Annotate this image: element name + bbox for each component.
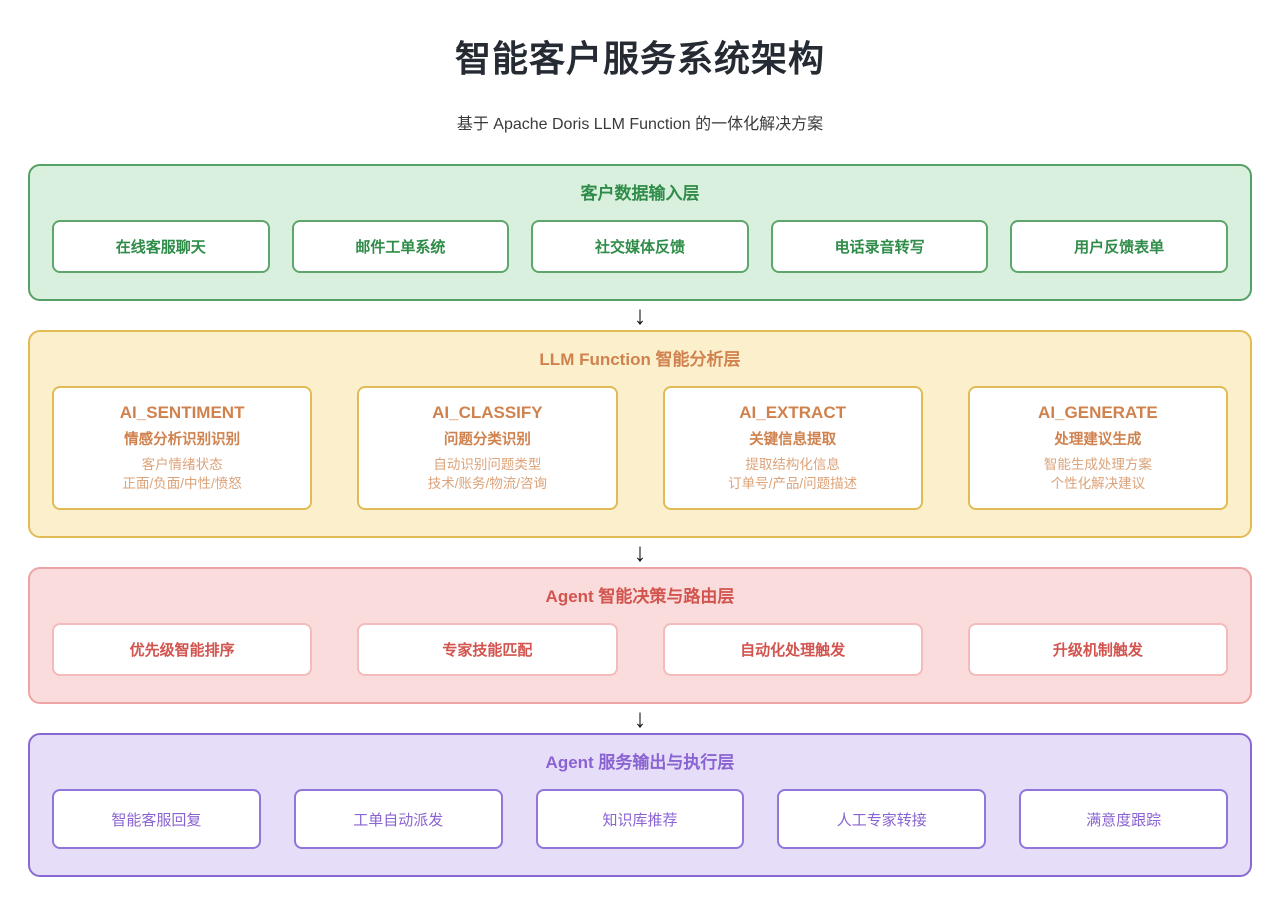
node-label: 社交媒体反馈 (594, 239, 685, 256)
page-title: 智能客户服务系统架构 (454, 38, 825, 79)
node-label: 优先级智能排序 (129, 642, 235, 659)
node-smart-reply: 智能客服回复 (52, 789, 261, 849)
node-phone-transcript: 电话录音转写 (770, 220, 989, 273)
node-label: 邮件工单系统 (355, 239, 446, 256)
layer-agent-service-output: Agent 服务输出与执行层 智能客服回复 工单自动派发 知识库推荐 人工专家转… (28, 733, 1252, 877)
node-label: 专家技能匹配 (442, 642, 533, 659)
node-feedback-form: 用户反馈表单 (1010, 220, 1228, 273)
node-ai-sentiment: AI_SENTIMENT 情感分析识别识别 客户情绪状态 正面/负面/中性/愤怒 (52, 386, 313, 510)
down-arrow-icon: ↓ (633, 537, 647, 567)
page-subtitle: 基于 Apache Doris LLM Function 的一体化解决方案 (456, 116, 824, 133)
function-title: 关键信息提取 (749, 432, 837, 448)
layer-customer-data-input: 客户数据输入层 在线客服聊天 邮件工单系统 社交媒体反馈 电话录音转写 用户反馈… (28, 164, 1252, 301)
node-label: 升级机制触发 (1052, 642, 1143, 659)
node-kb-recommend: 知识库推荐 (535, 789, 745, 849)
node-ai-extract: AI_EXTRACT 关键信息提取 提取结构化信息 订单号/产品/问题描述 (662, 386, 923, 510)
function-desc: 客户情绪状态 (141, 457, 223, 472)
node-online-chat: 在线客服聊天 (52, 220, 270, 273)
function-desc: 智能生成处理方案 (1043, 457, 1152, 472)
node-ai-classify: AI_CLASSIFY 问题分类识别 自动识别问题类型 技术/账务/物流/咨询 (357, 386, 618, 510)
layer-title: 客户数据输入层 (580, 184, 700, 203)
function-desc: 提取结构化信息 (745, 457, 840, 472)
node-expert-match: 专家技能匹配 (357, 623, 618, 676)
node-ai-generate: AI_GENERATE 处理建议生成 智能生成处理方案 个性化解决建议 (967, 386, 1228, 510)
node-social-feedback: 社交媒体反馈 (531, 220, 749, 273)
node-label: 工单自动派发 (353, 811, 444, 829)
function-name: AI_EXTRACT (739, 403, 846, 422)
node-human-transfer: 人工专家转接 (777, 789, 987, 849)
function-title: 情感分析识别识别 (124, 432, 241, 448)
function-desc: 技术/账务/物流/咨询 (427, 476, 547, 491)
function-title: 处理建议生成 (1054, 432, 1142, 448)
layer-title: Agent 智能决策与路由层 (545, 587, 735, 606)
function-title: 问题分类识别 (443, 432, 531, 448)
node-label: 智能客服回复 (111, 811, 202, 829)
node-label: 在线客服聊天 (115, 239, 206, 256)
layer-box-row: 优先级智能排序 专家技能匹配 自动化处理触发 升级机制触发 (52, 623, 1228, 676)
function-name: AI_GENERATE (1038, 403, 1158, 422)
node-label: 满意度跟踪 (1086, 811, 1162, 829)
layer-box-row: 在线客服聊天 邮件工单系统 社交媒体反馈 电话录音转写 用户反馈表单 (52, 220, 1228, 273)
layer-title: Agent 服务输出与执行层 (545, 753, 735, 772)
node-email-ticket: 邮件工单系统 (291, 220, 510, 273)
node-label: 电话录音转写 (834, 239, 925, 256)
function-desc: 个性化解决建议 (1050, 476, 1146, 491)
node-auto-process-trigger: 自动化处理触发 (662, 623, 923, 676)
node-escalation-trigger: 升级机制触发 (967, 623, 1228, 676)
layer-agent-decision-routing: Agent 智能决策与路由层 优先级智能排序 专家技能匹配 自动化处理触发 升级… (28, 567, 1252, 704)
down-arrow-icon: ↓ (633, 300, 647, 330)
node-label: 用户反馈表单 (1074, 239, 1165, 256)
function-name: AI_CLASSIFY (432, 403, 543, 422)
layer-llm-function-analysis: LLM Function 智能分析层 AI_SENTIMENT 情感分析识别识别… (28, 330, 1252, 538)
function-desc: 自动识别问题类型 (433, 457, 542, 472)
function-desc: 订单号/产品/问题描述 (728, 476, 858, 491)
node-ticket-dispatch: 工单自动派发 (293, 789, 503, 849)
function-name: AI_SENTIMENT (119, 403, 245, 422)
node-satisfaction-track: 满意度跟踪 (1019, 789, 1228, 849)
layer-title: LLM Function 智能分析层 (539, 350, 741, 369)
layer-box-row: 智能客服回复 工单自动派发 知识库推荐 人工专家转接 满意度跟踪 (52, 789, 1228, 849)
node-label: 自动化处理触发 (740, 642, 846, 659)
layer-box-row: AI_SENTIMENT 情感分析识别识别 客户情绪状态 正面/负面/中性/愤怒… (52, 386, 1228, 510)
down-arrow-icon: ↓ (633, 703, 647, 733)
node-label: 人工专家转接 (836, 811, 927, 829)
node-priority-sort: 优先级智能排序 (52, 623, 313, 676)
node-label: 知识库推荐 (602, 811, 678, 829)
function-desc: 正面/负面/中性/愤怒 (122, 476, 242, 491)
